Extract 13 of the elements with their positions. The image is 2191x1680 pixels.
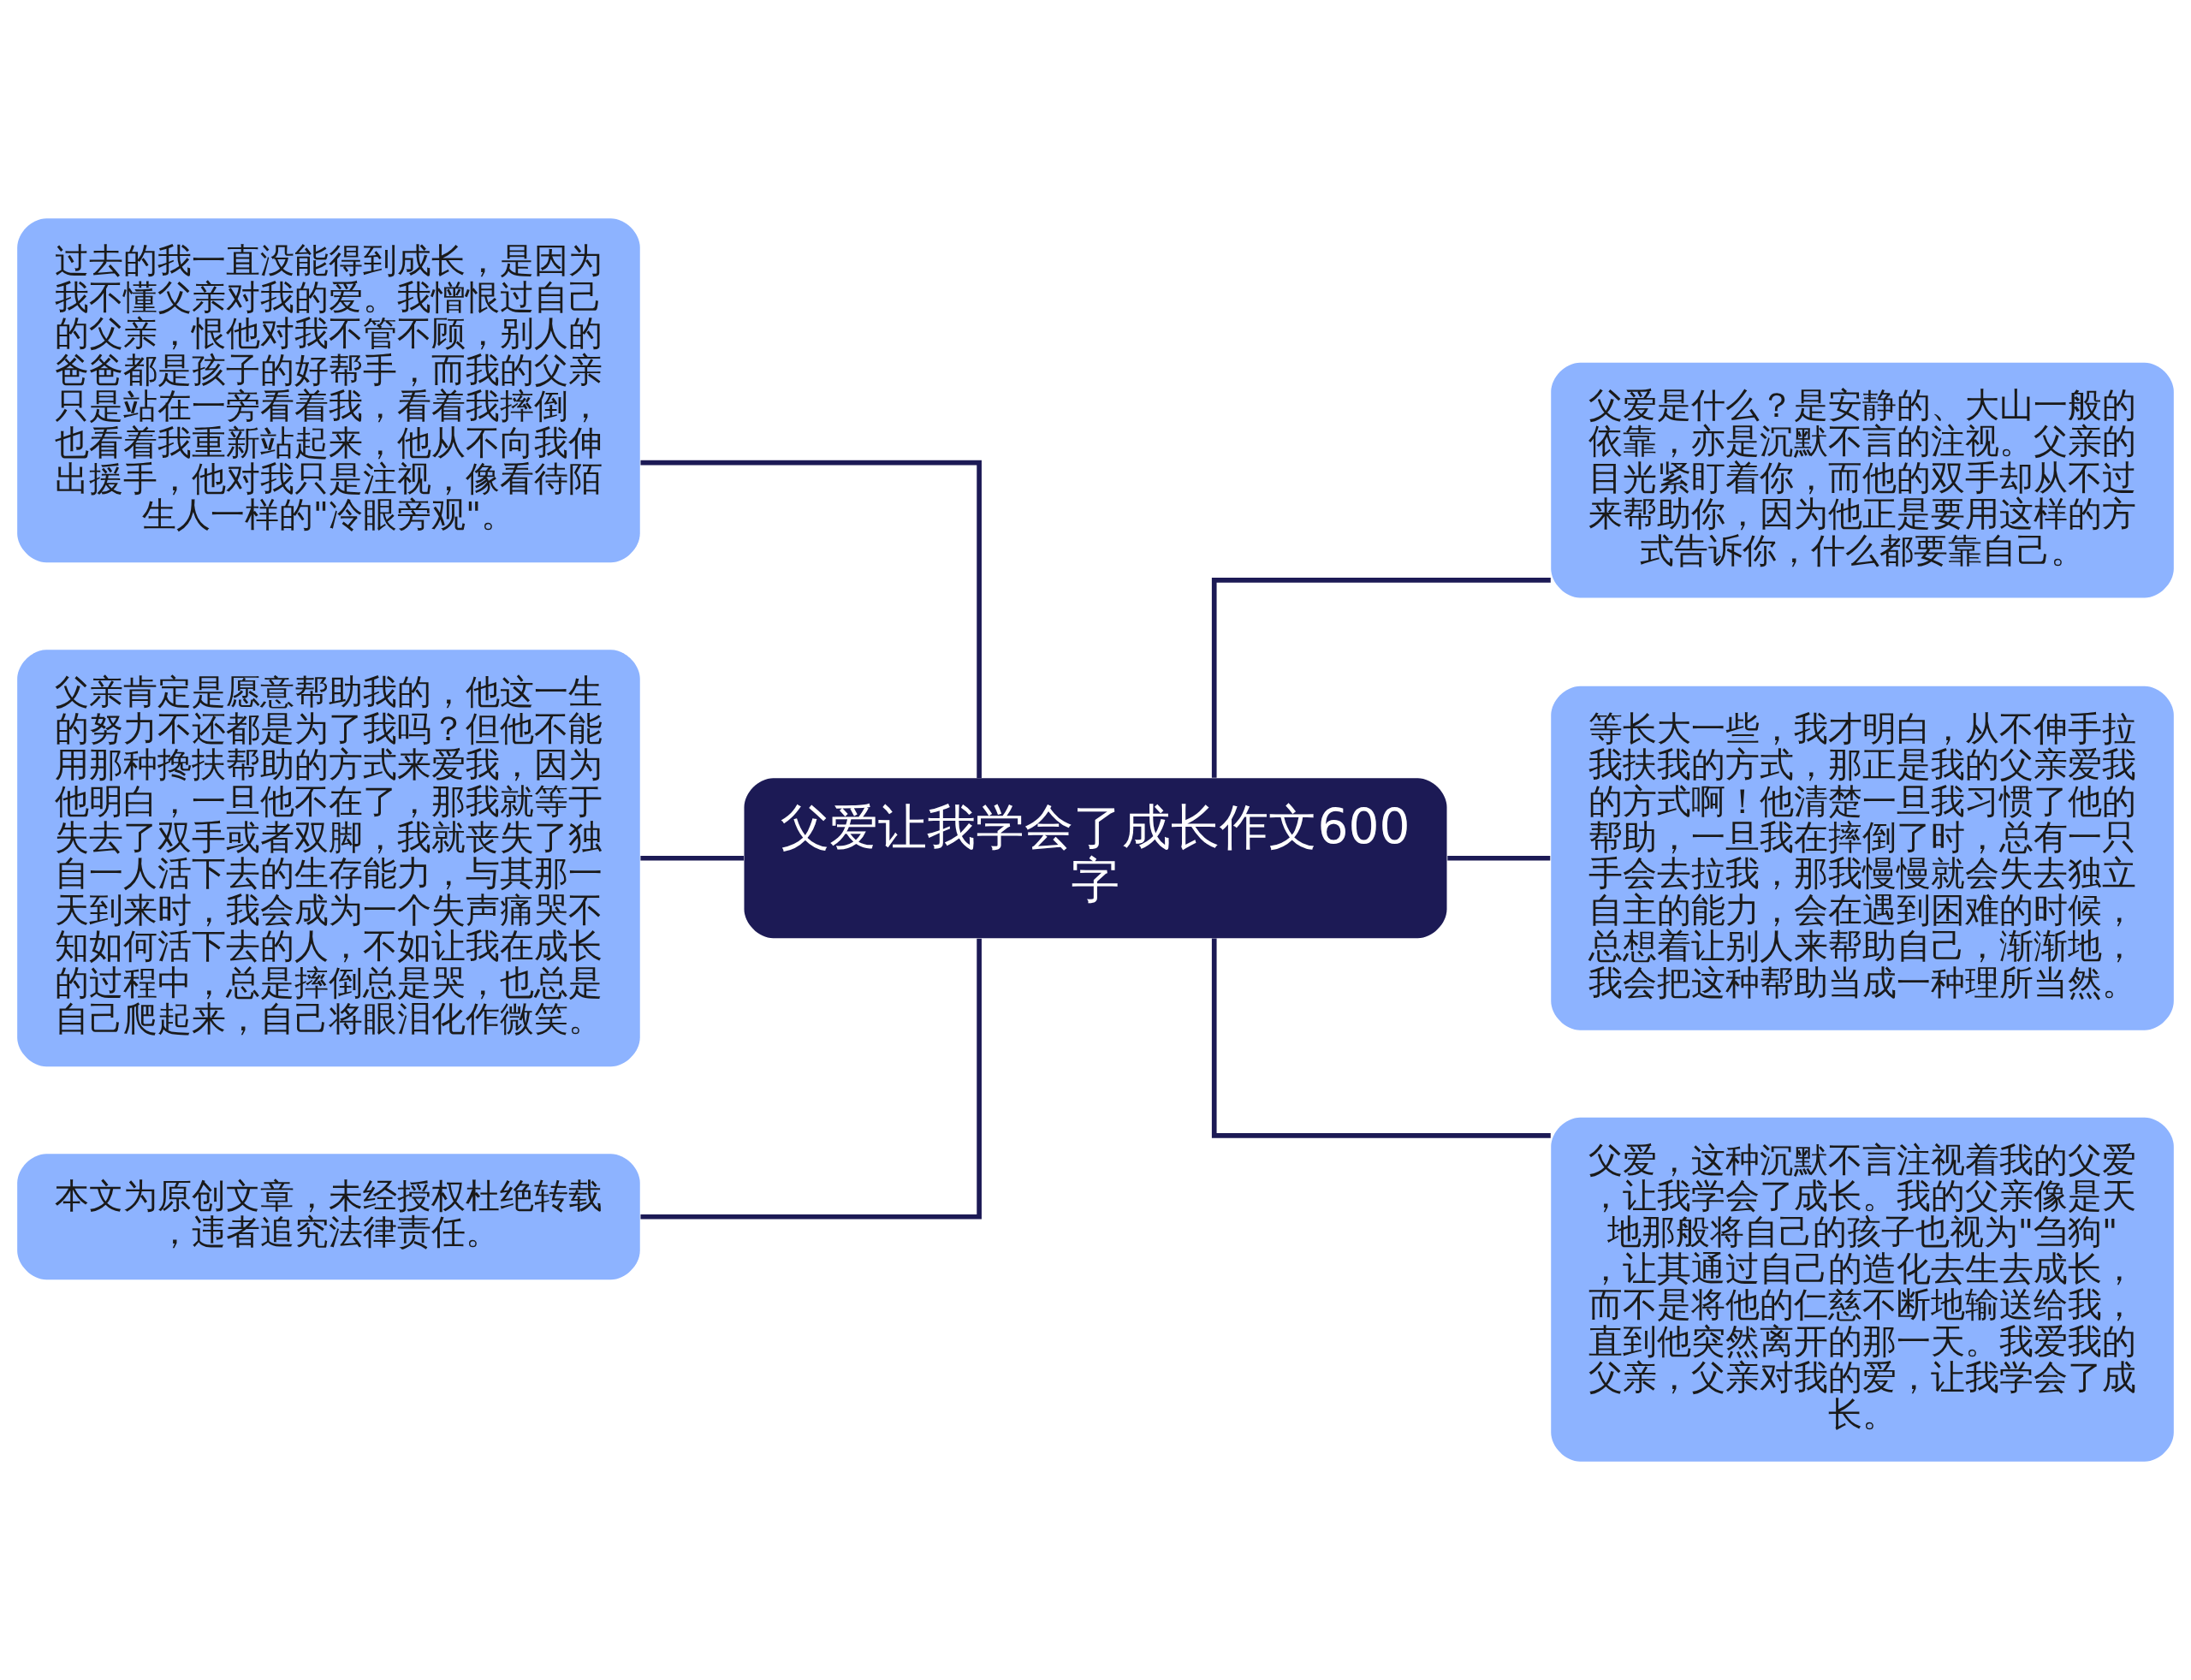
node-box: 父爱是什么？是安静的、大山一般的依靠，亦是沉默不言的注视。父亲的目光紧盯着你，而他的双手却从不过来帮助你，因为他正是要用这样的方式告诉你，什么都要靠自己。 xyxy=(1551,362,2174,598)
node-box: 本文为原创文章，未经授权杜绝转载，违者追究法律责任。 xyxy=(17,1154,640,1280)
node-box: 父爱，这种沉默不言注视着我的父爱，让我学会了成长。我的父亲像是天地那般将自己的孩子也视为"刍狗"，让其通过自己的造化去生去成长，而不是将他的仁慈不断地输送给我，直到他突然离开的那一天。我爱我的父亲，父亲对我的爱，让我学会了成长。 xyxy=(1551,1117,2174,1462)
node-box: 父亲肯定是愿意帮助我的，他这一生的努力不还都是为了我吗？但他不能用那种搀扶帮助的方式来爱我，因为他明白，一旦他不在了，那我就等于失去了双手或者双脚，我就丧失了独自一人活下去的生存能力，与其那一天到来时，我会成为一个失声痛哭不知如何活下去的人，不如让我在成长的过程中，总是摔倒总是哭，也总是自己爬起来，自己将眼泪化作微笑。 xyxy=(17,650,640,1067)
connector xyxy=(1447,855,1551,861)
node-box: 过去的我一直没能得到成长，是因为我不懂父亲对我的爱。我憎恨过自己的父亲，恨他对我不管不顾，别人的爸爸都是孩子的好帮手，而我的父亲只是站在一旁看着我，看着我摔倒，也看着我重新站起来，他从不向我伸出援手，他对我只是注视，像看待陌生人一样的"冷眼旁观"。 xyxy=(17,218,640,563)
connector xyxy=(640,460,982,779)
connector xyxy=(640,938,982,1220)
connector xyxy=(640,855,744,861)
connector xyxy=(1211,938,1551,1138)
node-box: 等长大一些，我才明白，从不伸手拉我扶我的方式，那正是我的父亲爱我的方式啊！他清楚一旦我习惯了他的帮助，一旦我在摔倒了时，总有一只手会去拉我，那我慢慢就会失去独立自主的能力，会在遇到困难的时候，总想着让别人来帮助自己，渐渐地，我会把这种帮助当成一种理所当然。 xyxy=(1551,686,2174,1030)
connector xyxy=(1211,578,1551,778)
node-box: 父爱让我学会了成长作文600字 xyxy=(744,778,1447,939)
